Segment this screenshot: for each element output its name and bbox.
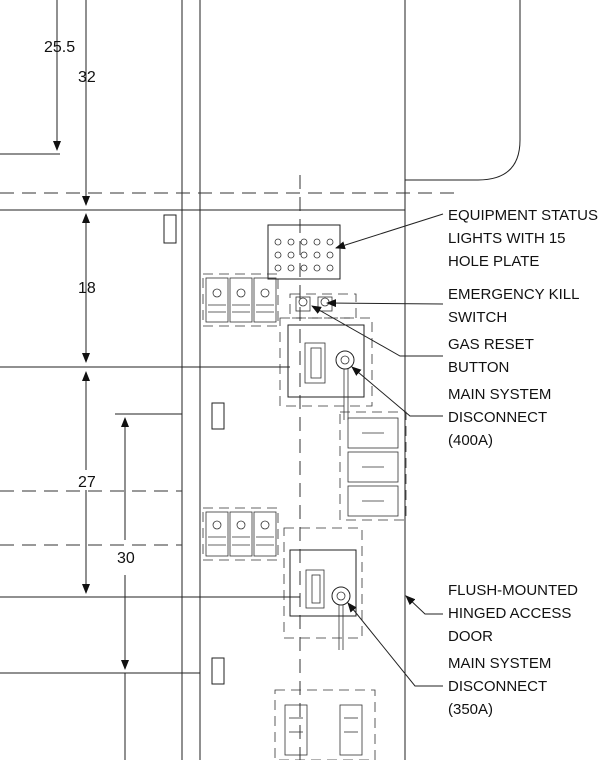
callout-disconnect-350-2: DISCONNECT <box>448 678 547 695</box>
bottom-equipment <box>274 689 376 760</box>
callout-gas-reset-1: GAS RESET <box>448 336 534 353</box>
callout-kill-switch-1: EMERGENCY KILL <box>448 286 579 303</box>
right-breaker-stack <box>339 411 407 521</box>
callout-status-lights-1: EQUIPMENT STATUS <box>448 207 598 224</box>
dimension-lines <box>53 0 182 760</box>
dimension-label: 18 <box>78 280 96 297</box>
callout-status-lights-3: HOLE PLATE <box>448 253 539 270</box>
disconnect-350a <box>283 527 363 650</box>
status-light-plate <box>267 224 341 280</box>
dimension-label: 32 <box>78 69 96 86</box>
callout-disconnect-400-2: DISCONNECT <box>448 409 547 426</box>
callout-access-door-3: DOOR <box>448 628 493 645</box>
callout-disconnect-400-3: (400A) <box>448 432 493 449</box>
callout-status-lights-2: LIGHTS WITH 15 <box>448 230 566 247</box>
callout-access-door-2: HINGED ACCESS <box>448 605 571 622</box>
callout-kill-switch-2: SWITCH <box>448 309 507 326</box>
dimension-label: 27 <box>78 474 96 491</box>
dimension-labels: 25.5 32 18 27 30 <box>44 39 135 567</box>
callout-gas-reset-2: BUTTON <box>448 359 509 376</box>
callout-access-door-1: FLUSH-MOUNTED <box>448 582 578 599</box>
callout-disconnect-400-1: MAIN SYSTEM <box>448 386 551 403</box>
callout-labels: EQUIPMENT STATUS LIGHTS WITH 15 HOLE PLA… <box>448 207 598 718</box>
lower-breaker-block <box>202 507 279 561</box>
disconnect-400a <box>279 317 373 420</box>
callout-disconnect-350-1: MAIN SYSTEM <box>448 655 551 672</box>
frame-lines <box>0 0 521 760</box>
kill-switch-plate <box>289 293 357 319</box>
callout-disconnect-350-3: (350A) <box>448 701 493 718</box>
dimension-label: 25.5 <box>44 39 75 56</box>
dimension-label: 30 <box>117 550 135 567</box>
upper-breaker-block <box>202 273 279 327</box>
leader-lines <box>311 213 444 687</box>
wall-markers <box>163 214 225 685</box>
